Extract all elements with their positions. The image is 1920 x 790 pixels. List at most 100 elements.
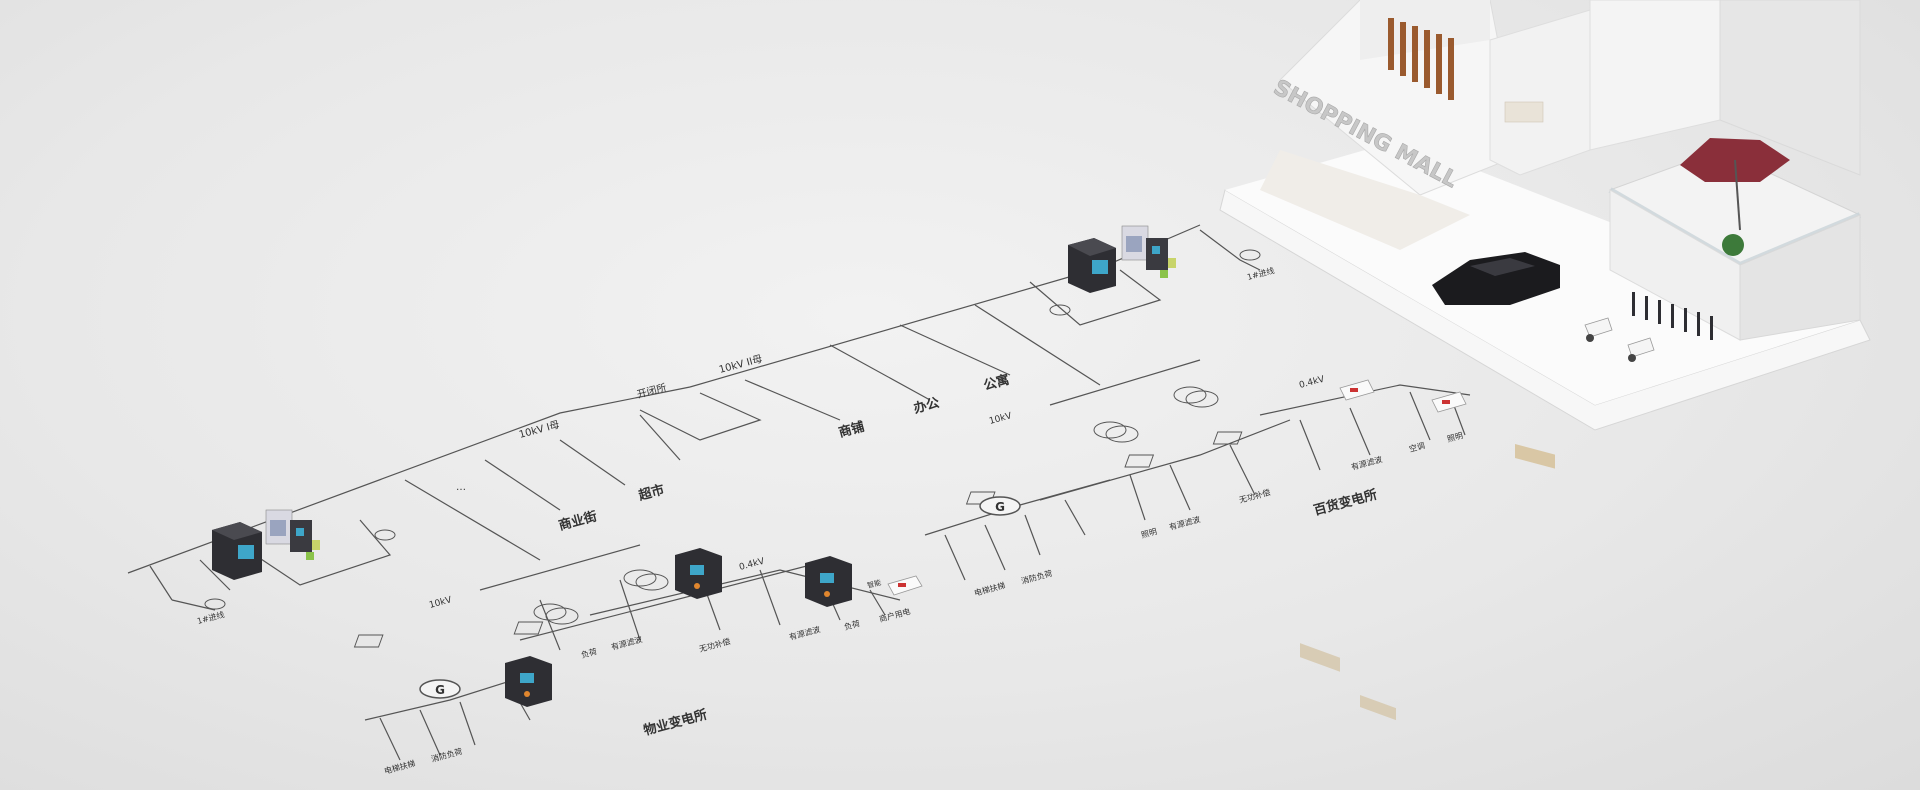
mall-bus-10kv — [1049, 359, 1201, 406]
branch-apartment — [899, 324, 1011, 376]
branch-4 — [974, 304, 1101, 386]
power-meter-large-left-screen — [238, 545, 254, 559]
label-voltage-10kv-left: 10kV — [428, 595, 453, 611]
sofa-1 — [1300, 643, 1340, 672]
label-incoming-left: 1#进线 — [196, 609, 225, 626]
branch-street — [559, 439, 626, 486]
cabinet-right — [1121, 225, 1176, 278]
label-apartment: 公寓 — [982, 372, 1011, 394]
power-meter-large-right-screen — [1092, 260, 1108, 274]
transformer-right-1 — [1093, 421, 1127, 439]
smart-device-right-2 — [1431, 391, 1467, 413]
meter-right-2 — [1049, 304, 1071, 316]
label-filter-right-1: 有源滤波 — [1168, 514, 1201, 532]
lounge-floor — [1260, 150, 1470, 250]
generator-left-drops — [379, 684, 531, 761]
label-smart-left: 智能 — [866, 578, 882, 590]
branch-office — [829, 344, 931, 401]
smart-device-right-1 — [1339, 379, 1375, 401]
label-fire-right: 消防负荷 — [1020, 568, 1053, 586]
generator-left-label: G — [435, 683, 445, 697]
label-charge-left: 负荷 — [580, 646, 598, 660]
tower-front — [1589, 0, 1721, 151]
branch-2 — [484, 459, 561, 511]
label-elevator-left: 电梯扶梯 — [383, 758, 416, 776]
meter-property-3 — [505, 656, 552, 707]
car-window — [1470, 258, 1535, 276]
filter-box-right-3 — [1212, 431, 1243, 445]
property-bus-04kv — [519, 559, 831, 641]
label-filter-left-2: 有源滤波 — [788, 624, 821, 642]
labels: 10kV I母 10kV II母 开闭所 商业街 超市 商铺 办公 公寓 10k… — [196, 265, 1464, 776]
meter-property-2 — [805, 556, 852, 607]
label-voltage-10kv-right: 10kV — [988, 411, 1013, 427]
label-filter-left-1: 有源滤波 — [610, 634, 643, 652]
incoming-left-box — [254, 519, 392, 586]
label-reactive-right: 无功补偿 — [1238, 487, 1271, 505]
label-street: 商业街 — [557, 508, 599, 534]
umbrella-pole — [1734, 159, 1741, 231]
transformer-left-1 — [533, 603, 567, 621]
label-shops: 商铺 — [837, 419, 866, 441]
terrace-wall-side — [1739, 214, 1861, 341]
transformer-left-1b — [545, 607, 579, 625]
charging-posts — [1632, 292, 1713, 340]
label-ac-right: 空调 — [1408, 440, 1426, 454]
label-tenant-left: 商户用电 — [878, 606, 911, 624]
transformer-right-1b — [1105, 425, 1139, 443]
transformer-right-2b — [1185, 390, 1219, 408]
label-fire-left: 消防负荷 — [430, 746, 463, 764]
label-voltage-04kv-right: 0.4kV — [1298, 374, 1326, 391]
property-bus-10kv — [479, 544, 641, 591]
label-voltage-04kv-left: 0.4kV — [738, 556, 766, 573]
transformer-right-2 — [1173, 386, 1207, 404]
incoming-right-feeder — [1199, 229, 1261, 271]
cabinet-left — [265, 509, 320, 560]
sofa-2 — [1360, 694, 1396, 721]
property-drops — [539, 569, 886, 651]
scooter-2 — [1627, 337, 1655, 358]
label-lighting-right-2: 照明 — [1446, 431, 1464, 444]
scooter-1 — [1584, 317, 1613, 338]
generator-left: G — [419, 679, 461, 699]
label-elevator-right: 电梯扶梯 — [973, 580, 1006, 598]
plant — [1722, 234, 1744, 256]
smart-device-left — [887, 575, 923, 596]
label-switch-station: 开闭所 — [635, 381, 667, 401]
filter-box-right-2 — [1124, 454, 1155, 468]
label-mall-substation: 百货变电所 — [1312, 487, 1379, 519]
mall-building: SHOPPING MALL — [1219, 0, 1871, 721]
transformer-left-2b — [635, 573, 669, 591]
generator-right-label: G — [995, 500, 1005, 514]
power-meter-large-right — [1068, 238, 1116, 293]
label-load-left: 负荷 — [843, 618, 861, 632]
generator-right: G — [979, 496, 1021, 516]
meter-property-1 — [675, 548, 722, 599]
incoming-left-feeder — [149, 559, 231, 611]
label-filter-right-2: 有源滤波 — [1350, 454, 1383, 472]
kitchen-counter — [1504, 101, 1544, 123]
generator-right-icon — [979, 496, 1021, 516]
label-incoming-right: 1#进线 — [1246, 265, 1275, 282]
label-ellipsis: … — [456, 482, 466, 493]
meter-right — [1239, 249, 1261, 261]
wood-slats — [1388, 18, 1454, 100]
dining-table — [1515, 443, 1555, 469]
switch-box — [639, 392, 762, 441]
incoming-right-box — [1029, 269, 1162, 326]
branch-1 — [404, 479, 541, 561]
filter-box-left — [353, 634, 384, 648]
power-meter-large-left — [212, 522, 262, 580]
tower-side — [1719, 0, 1861, 176]
meter-left-2 — [204, 598, 226, 610]
generator-right-drops — [944, 499, 1086, 581]
label-office: 办公 — [912, 395, 941, 417]
label-property-substation: 物业变电所 — [642, 707, 709, 739]
filter-box-left-2 — [513, 621, 544, 635]
label-supermarket: 超市 — [637, 482, 666, 504]
generator-left-icon — [419, 679, 461, 699]
branch-supermarket — [639, 414, 681, 461]
label-reactive-left: 无功补偿 — [698, 636, 731, 654]
